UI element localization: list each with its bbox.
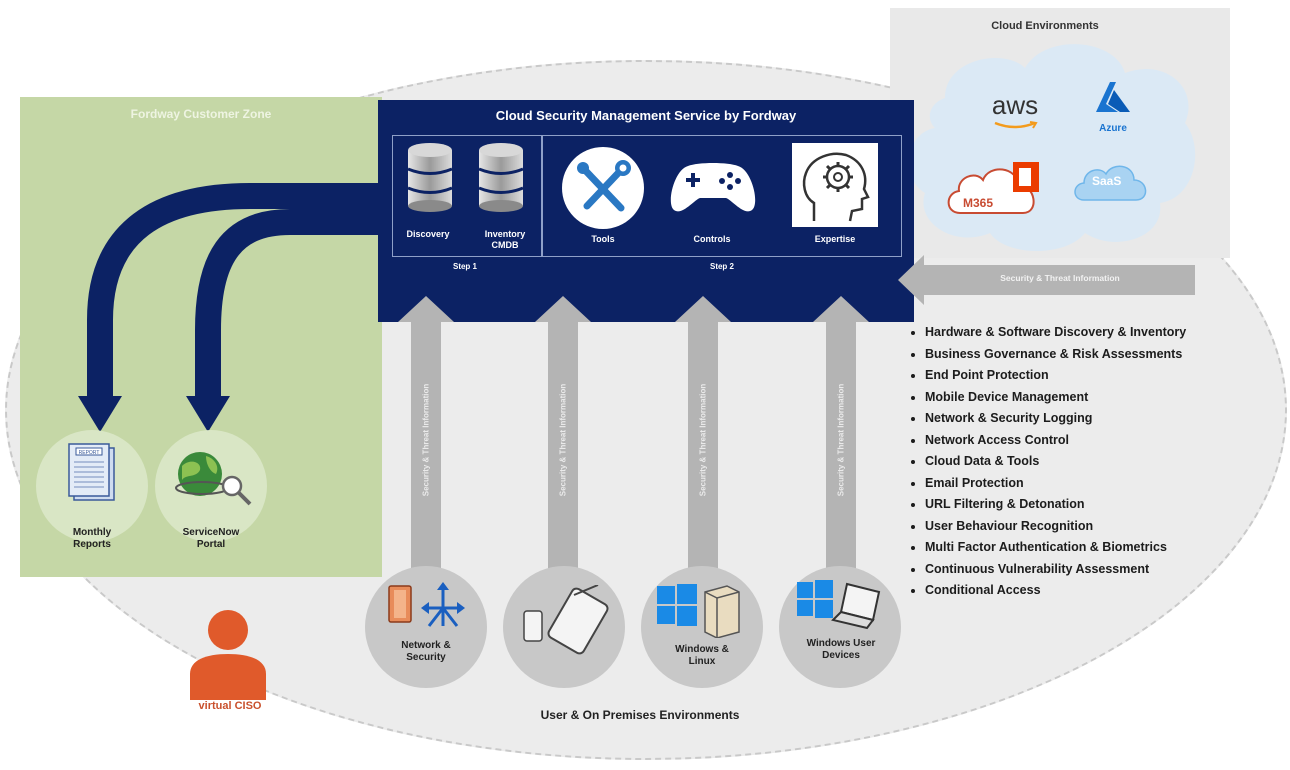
tablet-phone-icon <box>523 585 609 655</box>
step1-box <box>392 135 542 257</box>
list-item: Email Protection <box>925 473 1186 495</box>
m365-cloud-icon <box>947 162 1039 214</box>
list-item: Network Access Control <box>925 430 1186 452</box>
vertical-arrow-label-network: Security & Threat Information <box>421 383 431 497</box>
csms-title: Cloud Security Management Service by For… <box>495 108 797 123</box>
list-item: URL Filtering & Detonation <box>925 494 1186 516</box>
list-item: Cloud Data & Tools <box>925 451 1186 473</box>
azure-icon <box>1096 82 1130 112</box>
services-list: Hardware & Software Discovery & Inventor… <box>903 322 1186 602</box>
vertical-arrow-label-windows-linux: Security & Threat Information <box>698 383 708 497</box>
person-icon <box>190 610 266 700</box>
m365-logo: M365 <box>945 158 1045 225</box>
customer-zone-title: Fordway Customer Zone <box>130 107 272 121</box>
inventory-label-line2: CMDB <box>491 240 519 250</box>
tools-icon <box>562 147 644 229</box>
on-premises-title: User & On Premises Environments <box>540 708 740 722</box>
arrow-head-user-devices <box>813 296 869 322</box>
tools-label: Tools <box>591 234 615 244</box>
aws-logo-text: aws <box>991 90 1039 120</box>
list-item: Mobile Device Management <box>925 387 1186 409</box>
windows-laptop-icon <box>797 580 881 630</box>
list-item: End Point Protection <box>925 365 1186 387</box>
windows-linux-label-line2: Linux <box>688 656 716 667</box>
aws-smile-icon <box>994 121 1038 129</box>
windows-linux-label-line1: Windows & <box>675 644 729 655</box>
virtual-ciso-label: virtual CISO <box>198 700 262 712</box>
inventory-database-icon <box>478 143 524 212</box>
network-security-label-line2: Security <box>406 652 446 663</box>
cloud-threat-arrow-label: Security & Threat Information <box>1000 273 1120 283</box>
monthly-reports-label-line1: Monthly <box>72 527 112 538</box>
monthly-reports-label-line2: Reports <box>73 539 111 550</box>
arrow-to-servicenow <box>195 209 380 398</box>
arrow-head-network <box>398 296 454 322</box>
monthly-reports-label: Monthly Reports <box>52 527 132 551</box>
user-devices-label: Windows User Devices <box>795 638 887 662</box>
arrow-head-windows-linux <box>675 296 731 322</box>
firewall-network-icon <box>388 582 465 627</box>
list-item: Hardware & Software Discovery & Inventor… <box>925 322 1186 344</box>
servicenow-portal-label-line1: ServiceNow <box>182 527 240 538</box>
saas-label: SaaS <box>1092 174 1122 188</box>
servicenow-portal-label: ServiceNow Portal <box>166 527 256 551</box>
cloud-environments-title: Cloud Environments <box>991 20 1099 32</box>
windows-server-icon <box>657 584 740 638</box>
network-security-label-line1: Network & <box>401 640 451 651</box>
arrow-shaft-user-devices <box>826 318 856 580</box>
saas-cloud-icon <box>1074 165 1147 201</box>
gamepad-icon <box>670 163 756 212</box>
arrow-shaft-network <box>411 318 441 580</box>
step2-label: Step 2 <box>709 262 734 271</box>
step2-box <box>542 135 902 257</box>
discovery-database-icon <box>407 143 453 212</box>
vertical-arrow-label-user-devices: Security & Threat Information <box>836 383 846 497</box>
saas-logo: SaaS <box>1072 158 1152 211</box>
list-item: Network & Security Logging <box>925 408 1186 430</box>
report-document-icon: REPORT <box>68 443 115 501</box>
report-icon-text: REPORT <box>79 450 100 456</box>
cloud-threat-arrow <box>898 255 1195 305</box>
discovery-label: Discovery <box>406 229 450 239</box>
user-devices-label-line1: Windows User <box>806 638 876 649</box>
list-item: Business Governance & Risk Assessments <box>925 344 1186 366</box>
list-item: Continuous Vulnerability Assessment <box>925 559 1186 581</box>
user-devices-label-line2: Devices <box>822 650 860 661</box>
network-security-label: Network & Security <box>385 640 467 664</box>
globe-search-icon <box>175 452 252 506</box>
step1-label: Step 1 <box>452 262 477 271</box>
head-gear-icon <box>792 143 878 227</box>
list-item: Conditional Access <box>925 580 1186 602</box>
csms-panel-notch <box>900 128 914 188</box>
inventory-label: Inventory CMDB <box>470 229 540 251</box>
list-item: Multi Factor Authentication & Biometrics <box>925 537 1186 559</box>
azure-logo: Azure <box>1088 78 1138 134</box>
aws-logo: aws <box>980 92 1050 136</box>
arrow-head-monthly <box>78 396 122 432</box>
servicenow-portal-label-line2: Portal <box>196 539 226 550</box>
arrow-shaft-mobile <box>548 318 578 580</box>
expertise-label: Expertise <box>814 234 856 244</box>
inventory-label-line1: Inventory <box>484 229 526 239</box>
windows-linux-label: Windows & Linux <box>655 644 749 668</box>
arrow-head-mobile <box>535 296 591 322</box>
list-item: User Behaviour Recognition <box>925 516 1186 538</box>
network-security-circle <box>365 566 487 688</box>
arrow-head-servicenow <box>186 396 230 432</box>
arrow-shaft-windows-linux <box>688 318 718 580</box>
azure-label: Azure <box>1099 123 1127 134</box>
vertical-arrow-label-mobile: Security & Threat Information <box>558 383 568 497</box>
m365-label: M365 <box>963 196 994 210</box>
controls-label: Controls <box>693 234 731 244</box>
arrow-to-monthly-reports <box>87 183 380 398</box>
